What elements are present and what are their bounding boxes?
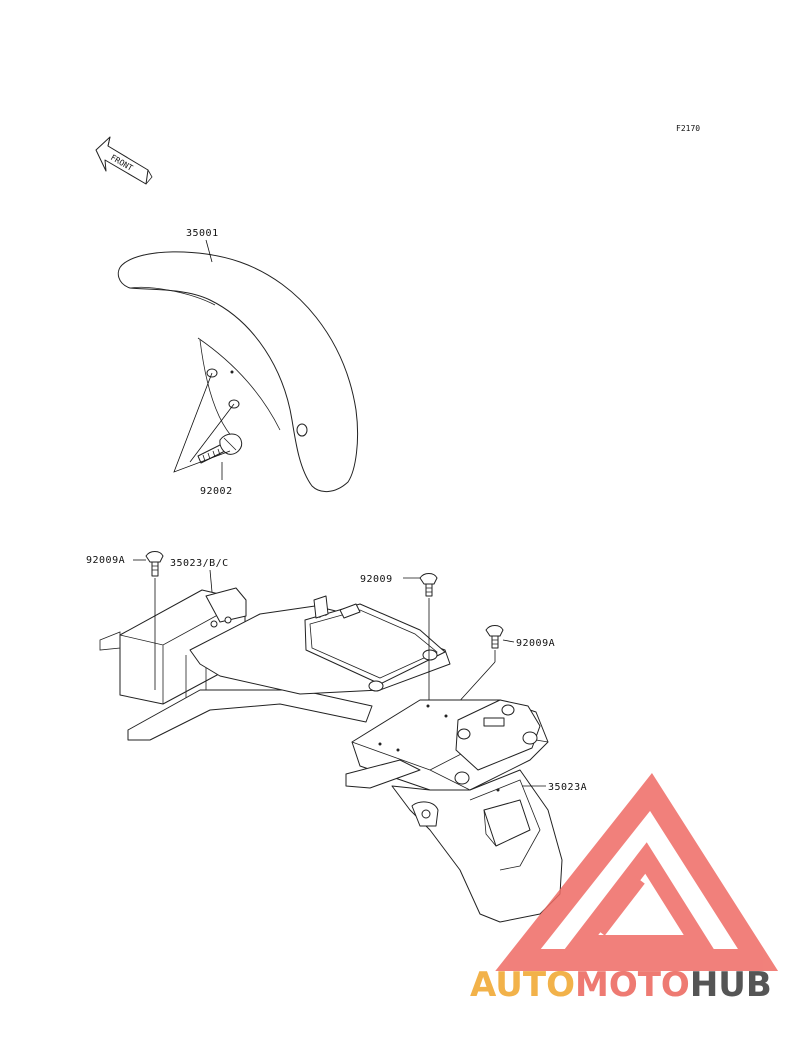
callout-bolt-right: 92009A	[516, 638, 555, 649]
figure-code: F2170	[676, 124, 700, 133]
rear-fender-front-section	[99, 587, 451, 741]
rear-fender-tail-section	[345, 699, 563, 923]
callout-bolt-a: 92009A	[86, 555, 125, 566]
bolt-right	[485, 625, 504, 649]
callout-bolt-mid: 92009	[360, 574, 393, 585]
automotohub-logo	[495, 773, 779, 971]
front-direction-arrow: FRONT	[95, 136, 153, 185]
bolt-mid	[419, 573, 438, 597]
callout-fender-bolt: 92002	[200, 486, 233, 497]
callout-rear-fender-a: 35023/B/C	[170, 558, 229, 569]
fender-bolt	[197, 433, 243, 464]
callout-rear-fender-b: 35023A	[548, 782, 587, 793]
bolt-left	[145, 551, 164, 577]
callout-front-fender: 35001	[186, 228, 219, 239]
watermark-text: AUTOMOTOHUB	[470, 965, 772, 1005]
front-fender	[117, 251, 359, 492]
